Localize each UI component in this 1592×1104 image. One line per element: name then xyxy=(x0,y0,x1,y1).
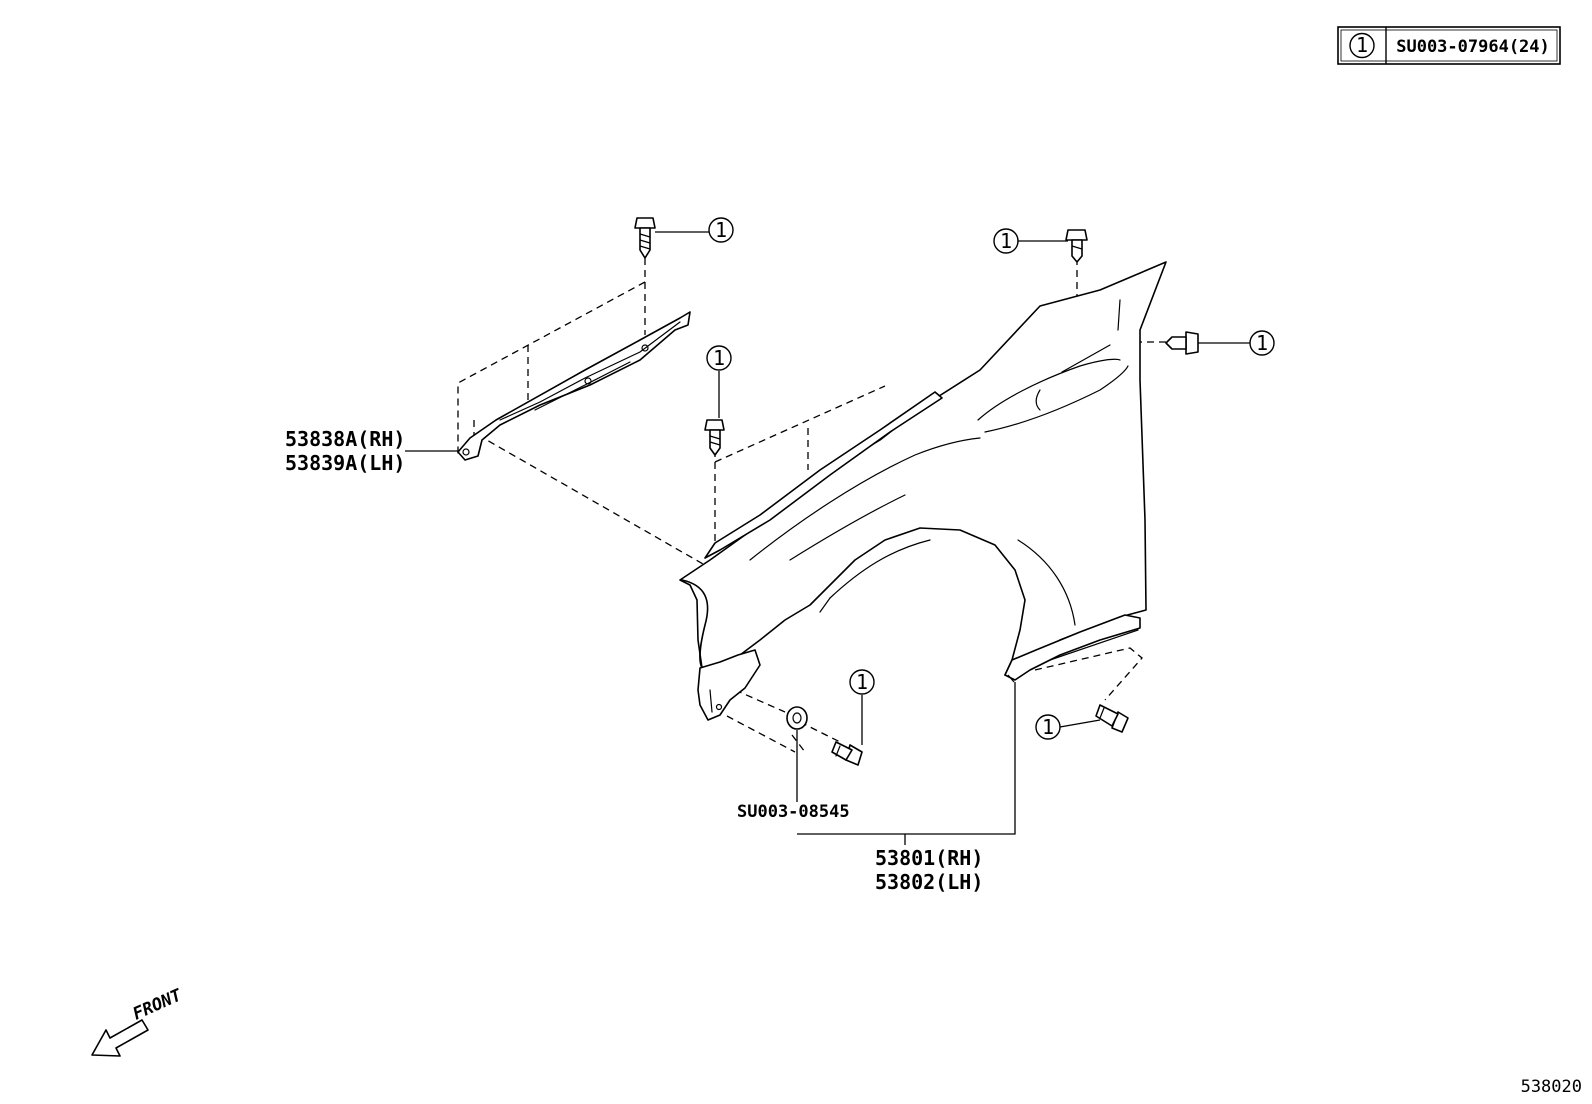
svg-text:1: 1 xyxy=(856,670,868,694)
legend-box: 1 SU003-07964(24) xyxy=(1337,26,1561,65)
legend-symbol: 1 xyxy=(1356,33,1368,57)
svg-text:1: 1 xyxy=(1256,331,1268,355)
front-label: FRONT xyxy=(130,985,186,1024)
front-fender xyxy=(679,261,1167,721)
bracket-label-lh: 53839A(LH) xyxy=(285,451,405,475)
fender-bracket xyxy=(457,311,691,461)
leader-lines xyxy=(405,231,1250,845)
fasteners xyxy=(634,217,1199,766)
svg-text:1: 1 xyxy=(1000,229,1012,253)
callout-bolt-top-right: 1 xyxy=(993,228,1019,254)
bolt-side xyxy=(1165,331,1199,355)
front-arrow-icon xyxy=(91,1019,149,1057)
callout-bolt-lower-rear: 1 xyxy=(1035,714,1061,740)
clip-label: SU003-08545 xyxy=(737,802,850,822)
front-indicator: FRONT xyxy=(91,985,186,1057)
bolt-rail xyxy=(704,419,725,456)
bolt-top-right xyxy=(1065,229,1088,263)
part-labels: 53838A(RH) 53839A(LH) SU003-08545 53801(… xyxy=(285,427,983,894)
svg-text:1: 1 xyxy=(1042,715,1054,739)
callout-bolt-lower-front: 1 xyxy=(849,669,875,695)
fender-label-lh: 53802(LH) xyxy=(875,870,983,894)
legend-symbol-circle xyxy=(1349,32,1375,59)
svg-text:1: 1 xyxy=(715,218,727,242)
bolt-lower-rear xyxy=(1095,704,1129,733)
callout-bolt-rail: 1 xyxy=(706,345,732,371)
svg-text:1: 1 xyxy=(713,346,725,370)
callout-bolt-side: 1 xyxy=(1249,330,1275,356)
clip-lower xyxy=(786,706,808,730)
legend-code: SU003-07964(24) xyxy=(1396,37,1550,57)
fender-label-rh: 53801(RH) xyxy=(875,846,983,870)
bracket-label-rh: 53838A(RH) xyxy=(285,427,405,451)
callout-bolt-bracket-top: 1 xyxy=(708,217,734,243)
callouts: 1 1 1 1 1 1 xyxy=(706,217,1275,740)
bolt-bracket-top xyxy=(634,217,656,259)
bolt-lower-front xyxy=(831,741,863,766)
diagram-id: 538020 xyxy=(1521,1077,1582,1097)
